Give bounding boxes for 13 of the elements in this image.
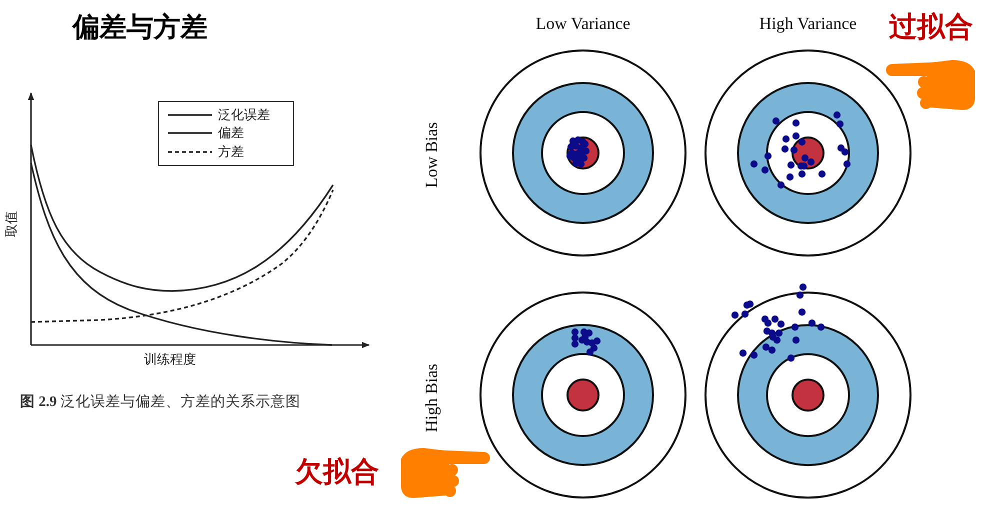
column-header: High Variance	[759, 14, 857, 34]
axis-label: 训练程度	[144, 352, 196, 368]
legend-label: 泛化误差	[218, 106, 270, 123]
annotation-text: 欠拟合	[295, 456, 379, 488]
row-header: High Bias	[422, 364, 442, 432]
figure-caption: 图 2.9 泛化误差与偏差、方差的关系示意图	[20, 393, 300, 411]
axis-label: 取值	[4, 211, 20, 237]
legend-label: 方差	[218, 143, 244, 160]
title: 偏差与方差	[72, 11, 208, 44]
row-header: Low Bias	[422, 122, 442, 188]
legend-label: 偏差	[218, 124, 244, 141]
column-header: Low Variance	[536, 14, 630, 34]
annotation-text: 过拟合	[889, 10, 973, 44]
